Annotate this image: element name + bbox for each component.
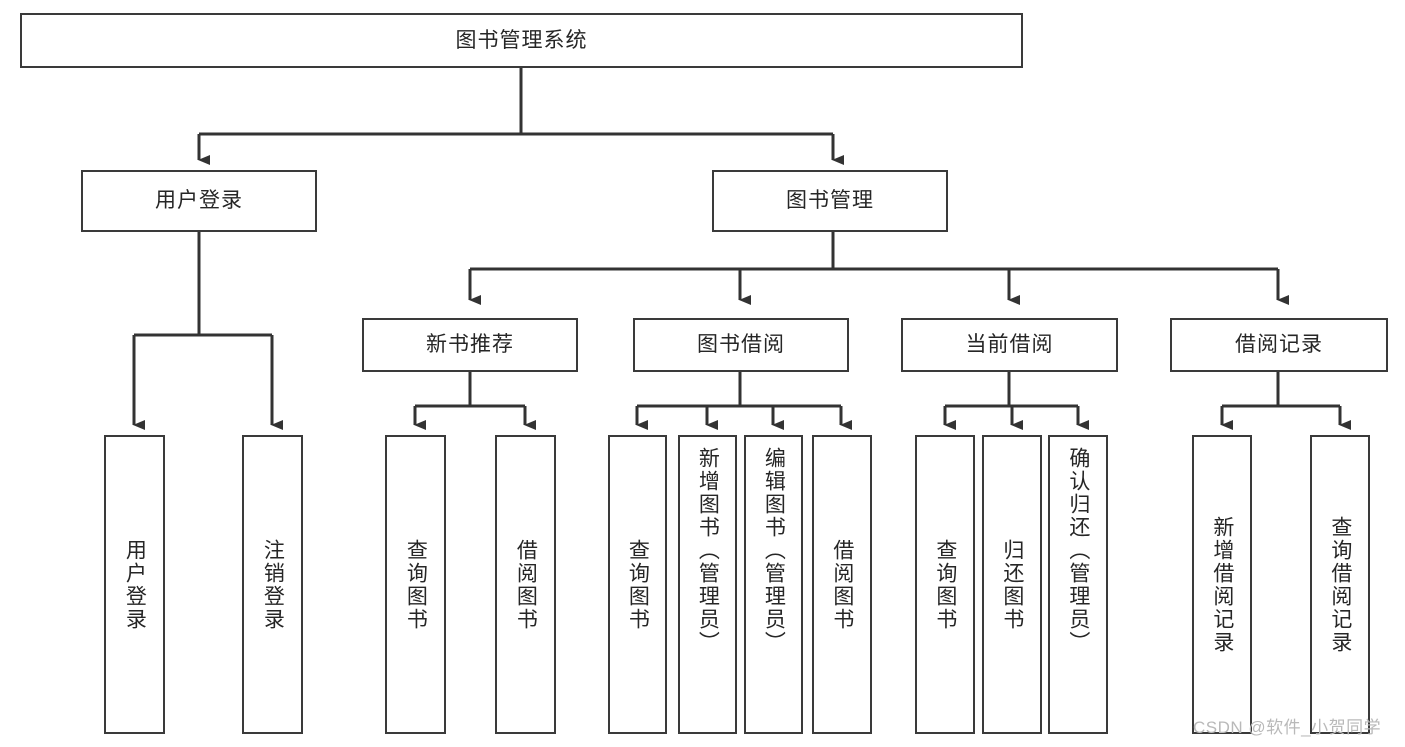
node-book-borrow-label: 图书借阅 xyxy=(697,333,785,357)
leaf-book-borrow-2-label: 新增图书（管理员） xyxy=(696,447,720,654)
leaf-new-book-1[interactable]: 查询图书 xyxy=(385,435,446,734)
leaf-current-borrow-2-label: 归还图书 xyxy=(1000,538,1024,631)
leaf-new-book-2[interactable]: 借阅图书 xyxy=(495,435,556,734)
node-book-borrow[interactable]: 图书借阅 xyxy=(633,318,849,372)
leaf-borrow-records-2[interactable]: 查询借阅记录 xyxy=(1310,435,1370,734)
node-user-login-label: 用户登录 xyxy=(155,189,243,213)
node-current-borrow-label: 当前借阅 xyxy=(965,333,1054,357)
leaf-book-borrow-4[interactable]: 借阅图书 xyxy=(812,435,872,734)
leaf-current-borrow-2[interactable]: 归还图书 xyxy=(982,435,1042,734)
leaf-book-borrow-2[interactable]: 新增图书（管理员） xyxy=(678,435,737,734)
node-root[interactable]: 图书管理系统 xyxy=(20,13,1023,68)
leaf-borrow-records-1-label: 新增借阅记录 xyxy=(1210,515,1234,654)
leaf-borrow-records-2-label: 查询借阅记录 xyxy=(1328,515,1352,654)
leaf-user-login-1[interactable]: 用户登录 xyxy=(104,435,165,734)
node-new-book-recommend-label: 新书推荐 xyxy=(426,333,514,357)
leaf-book-borrow-3[interactable]: 编辑图书（管理员） xyxy=(744,435,803,734)
leaf-book-borrow-1[interactable]: 查询图书 xyxy=(608,435,667,734)
leaf-user-login-2[interactable]: 注销登录 xyxy=(242,435,303,734)
node-book-management[interactable]: 图书管理 xyxy=(712,170,948,232)
leaf-new-book-2-label: 借阅图书 xyxy=(514,538,538,631)
leaf-book-borrow-4-label: 借阅图书 xyxy=(830,538,854,631)
node-current-borrow[interactable]: 当前借阅 xyxy=(901,318,1118,372)
leaf-current-borrow-1[interactable]: 查询图书 xyxy=(915,435,975,734)
leaf-current-borrow-1-label: 查询图书 xyxy=(933,538,957,631)
leaf-current-borrow-3[interactable]: 确认归还（管理员） xyxy=(1048,435,1108,734)
csdn-watermark: CSDN @软件_小贺同学 xyxy=(1193,718,1382,737)
node-borrow-records[interactable]: 借阅记录 xyxy=(1170,318,1388,372)
node-borrow-records-label: 借阅记录 xyxy=(1235,333,1323,357)
leaf-borrow-records-1[interactable]: 新增借阅记录 xyxy=(1192,435,1252,734)
leaf-current-borrow-3-label: 确认归还（管理员） xyxy=(1066,447,1090,654)
node-book-management-label: 图书管理 xyxy=(786,189,874,213)
leaf-new-book-1-label: 查询图书 xyxy=(404,538,428,631)
node-root-label: 图书管理系统 xyxy=(455,28,588,52)
leaf-book-borrow-1-label: 查询图书 xyxy=(626,538,650,631)
leaf-user-login-1-label: 用户登录 xyxy=(123,538,147,631)
node-user-login[interactable]: 用户登录 xyxy=(81,170,317,232)
node-new-book-recommend[interactable]: 新书推荐 xyxy=(362,318,578,372)
leaf-book-borrow-3-label: 编辑图书（管理员） xyxy=(762,447,786,654)
leaf-user-login-2-label: 注销登录 xyxy=(261,538,285,631)
